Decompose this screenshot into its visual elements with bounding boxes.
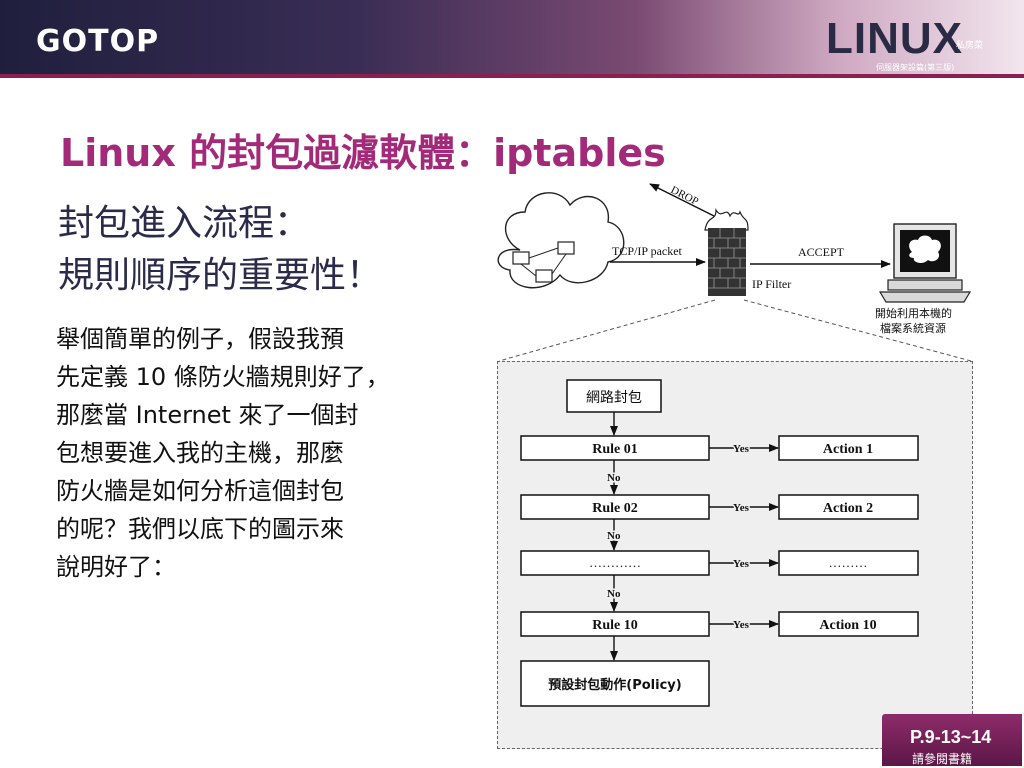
yes-label: Yes [733, 443, 750, 455]
action-label: Action 10 [819, 618, 876, 633]
body-line: 先定義 10 條防火牆規則好了， [56, 363, 390, 391]
rule-label: Rule 01 [592, 442, 638, 457]
firewall-icon [704, 207, 749, 296]
computer-icon [878, 223, 972, 303]
subtitle: 封包進入流程： 規則順序的重要性！ [58, 198, 382, 302]
action-box [778, 611, 919, 637]
subtitle-line: 規則順序的重要性！ [58, 255, 383, 296]
yes-label: Yes [733, 619, 750, 631]
gotop-logo: GOTOP [36, 24, 160, 59]
packet-label: TCP/IP packet [612, 244, 683, 258]
rule-label: Rule 10 [592, 618, 638, 633]
resource-label-line2: 檔案系統資源 [880, 321, 946, 335]
no-label: No [607, 472, 621, 484]
linux-logo-edition: 伺服器架設篇(第三版) [876, 63, 955, 72]
action-box [778, 435, 919, 461]
action-label: Action 1 [823, 442, 873, 457]
body-line: 那麼當 Internet 來了一個封 [56, 401, 359, 429]
linux-logo-sub: 私房菜 [956, 41, 984, 51]
policy-label: 預設封包動作(Policy) [548, 677, 681, 693]
ip-filter-label: IP Filter [752, 277, 791, 291]
no-label: No [607, 530, 621, 542]
internet-cloud-icon [497, 192, 625, 289]
action-label: Action 2 [823, 501, 873, 516]
action-box [778, 550, 919, 576]
body-line: 防火牆是如何分析這個封包 [56, 477, 344, 505]
body-line: 的呢？我們以底下的圖示來 [56, 515, 344, 543]
page-reference-badge [882, 714, 1022, 766]
yes-label: Yes [733, 502, 750, 514]
network-packet-label: 網路封包 [586, 390, 642, 406]
rule-box [520, 494, 710, 520]
yes-label: Yes [733, 558, 750, 570]
drop-label: DROP [669, 184, 701, 208]
no-label: No [607, 588, 621, 600]
zoom-line-left [498, 299, 716, 362]
body-line: 說明好了： [56, 553, 176, 581]
accept-label: ACCEPT [798, 245, 845, 259]
rule-label: ………… [589, 555, 641, 570]
body-line: 包想要進入我的主機，那麼 [56, 439, 344, 467]
body-line: 舉個簡單的例子，假設我預 [56, 325, 344, 353]
header-banner [0, 0, 1024, 78]
rule-label: Rule 02 [592, 501, 638, 516]
see-book-label: 請參閱書籍 [912, 752, 973, 766]
network-packet-box [566, 379, 662, 413]
resource-label-line1: 開始利用本機的 [875, 306, 952, 320]
subtitle-line: 封包進入流程： [58, 203, 311, 244]
policy-box [520, 660, 710, 707]
header-divider [0, 74, 1024, 78]
page-title: Linux 的封包過濾軟體：iptables [60, 131, 666, 175]
body-text: 舉個簡單的例子，假設我預 先定義 10 條防火牆規則好了， 那麼當 Intern… [56, 320, 496, 586]
action-label: ……… [829, 555, 868, 570]
action-box [778, 494, 919, 520]
drop-arrow [649, 183, 715, 217]
page-range: P.9-13~14 [910, 727, 992, 747]
linux-logo: LINUX [826, 14, 963, 63]
